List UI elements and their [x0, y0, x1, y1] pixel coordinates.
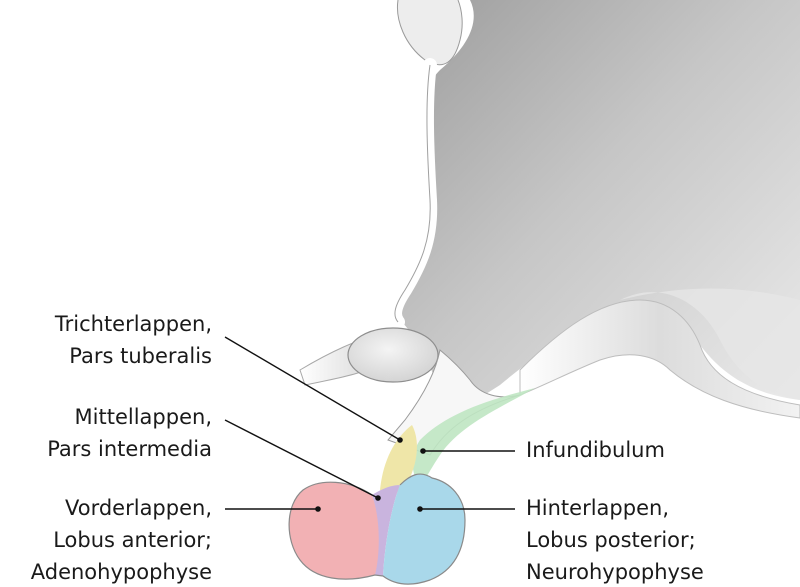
label-hinterlappen-line3: Neurohypophyse [526, 560, 704, 584]
label-trichterlappen-line2: Pars tuberalis [69, 344, 212, 368]
label-trichterlappen: Trichterlappen, Pars tuberalis [54, 312, 212, 368]
dot-mittellappen [375, 495, 381, 501]
label-mittellappen-line2: Pars intermedia [47, 437, 212, 461]
label-mittellappen-line1: Mittellappen, [75, 405, 212, 429]
label-vorderlappen: Vorderlappen, Lobus anterior; Adenohypop… [31, 496, 212, 584]
label-infundibulum-line1: Infundibulum [526, 438, 665, 462]
label-vorderlappen-line2: Lobus anterior; [53, 528, 212, 552]
optic-chiasm [348, 328, 438, 382]
label-vorderlappen-line3: Adenohypophyse [31, 560, 212, 584]
label-trichterlappen-line1: Trichterlappen, [54, 312, 212, 336]
label-mittellappen: Mittellappen, Pars intermedia [47, 405, 212, 461]
label-hinterlappen-line2: Lobus posterior; [526, 528, 696, 552]
label-hinterlappen-line1: Hinterlappen, [526, 496, 669, 520]
dot-vorderlappen [315, 506, 321, 512]
label-vorderlappen-line1: Vorderlappen, [65, 496, 212, 520]
label-hinterlappen: Hinterlappen, Lobus posterior; Neurohypo… [526, 496, 704, 584]
leader-mittellappen [225, 420, 378, 498]
dot-hinterlappen [417, 506, 423, 512]
dot-trichterlappen [397, 437, 403, 443]
dot-infundibulum [420, 448, 426, 454]
anterior-lobe-region [289, 482, 379, 579]
label-infundibulum: Infundibulum [526, 438, 665, 462]
